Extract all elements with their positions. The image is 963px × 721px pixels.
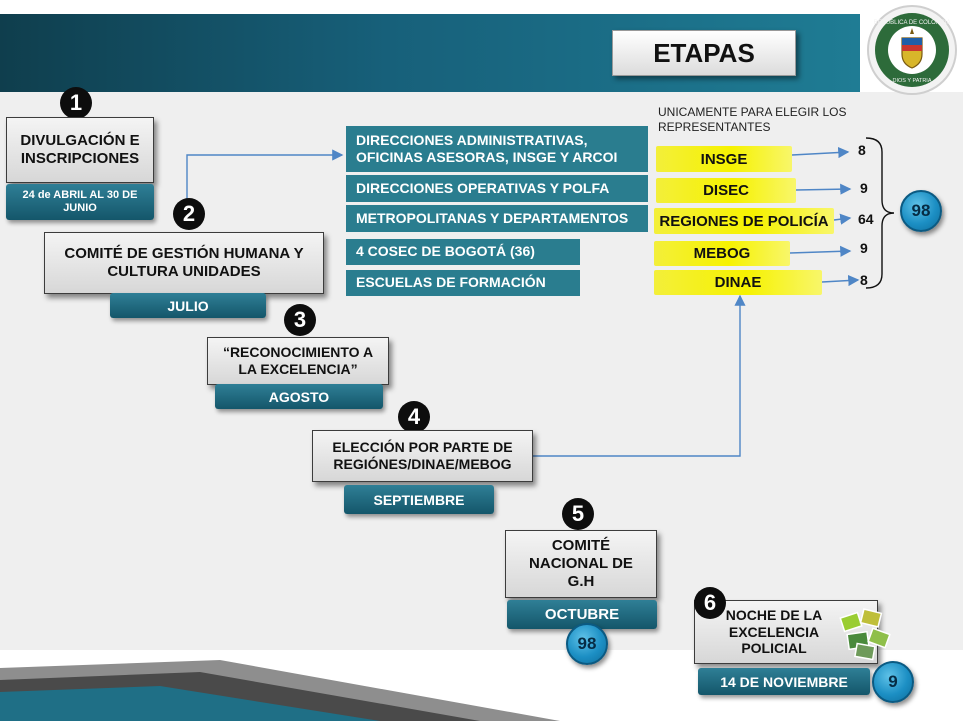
stage-3-box: “RECONOCIMIENTO A LA EXCELENCIA”	[207, 337, 389, 385]
stage-1-date: 24 de ABRIL AL 30 DE JUNIO	[6, 184, 154, 220]
stage-4-date: SEPTIEMBRE	[344, 485, 494, 514]
direction-item: 4 COSEC DE BOGOTÁ (36)	[346, 239, 580, 265]
police-emblem-logo: REPÚBLICA DE COLOMBIA DIOS Y PATRIA	[867, 5, 957, 95]
stage-1-number: 1	[60, 87, 92, 119]
rep-mebog-count: 9	[860, 240, 868, 256]
stage-6-count-badge: 9	[872, 661, 914, 703]
stage-3-date: AGOSTO	[215, 384, 383, 409]
rep-dinae-count: 8	[860, 272, 868, 288]
representatives-note: UNICAMENTE PARA ELEGIR LOS REPRESENTANTE…	[658, 105, 847, 134]
stage-3-number: 3	[284, 304, 316, 336]
stage-5-box: COMITÉ NACIONAL DE G.H	[505, 530, 657, 598]
rep-disec-count: 9	[860, 180, 868, 196]
page-title: ETAPAS	[612, 30, 796, 76]
stage-6-date: 14 DE NOVIEMBRE	[698, 668, 870, 695]
direction-item: METROPOLITANAS Y DEPARTAMENTOS	[346, 205, 648, 232]
svg-text:REPÚBLICA DE COLOMBIA: REPÚBLICA DE COLOMBIA	[873, 19, 950, 26]
rep-dinae: DINAE	[654, 270, 822, 295]
direction-item: ESCUELAS DE FORMACIÓN	[346, 270, 580, 296]
rep-disec: DISEC	[656, 178, 796, 203]
rep-insge: INSGE	[656, 146, 792, 172]
rep-regiones: REGIONES DE POLICÍA	[654, 208, 834, 234]
stage-2-box: COMITÉ DE GESTIÓN HUMANA Y CULTURA UNIDA…	[44, 232, 324, 294]
svg-text:DIOS Y PATRIA: DIOS Y PATRIA	[892, 78, 931, 84]
footer-swoosh	[0, 660, 560, 721]
rep-regiones-count: 64	[858, 211, 874, 227]
representatives-total-badge: 98	[900, 190, 942, 232]
rep-mebog: MEBOG	[654, 241, 790, 266]
stage-4-box: ELECCIÓN POR PARTE DE REGIÓNES/DINAE/MEB…	[312, 430, 533, 482]
award-images-icon	[839, 608, 891, 661]
stage-5-number: 5	[562, 498, 594, 530]
stage-5-count-badge: 98	[566, 623, 608, 665]
direction-item: DIRECCIONES OPERATIVAS Y POLFA	[346, 175, 648, 202]
stage-2-number: 2	[173, 198, 205, 230]
stage-1-box: DIVULGACIÓN E INSCRIPCIONES	[6, 117, 154, 183]
stage-5-date: OCTUBRE	[507, 600, 657, 629]
stage-4-number: 4	[398, 401, 430, 433]
stage-2-date: JULIO	[110, 293, 266, 318]
direction-item: DIRECCIONES ADMINISTRATIVAS, OFICINAS AS…	[346, 126, 648, 172]
stage-6-number: 6	[694, 587, 726, 619]
rep-insge-count: 8	[858, 142, 866, 158]
